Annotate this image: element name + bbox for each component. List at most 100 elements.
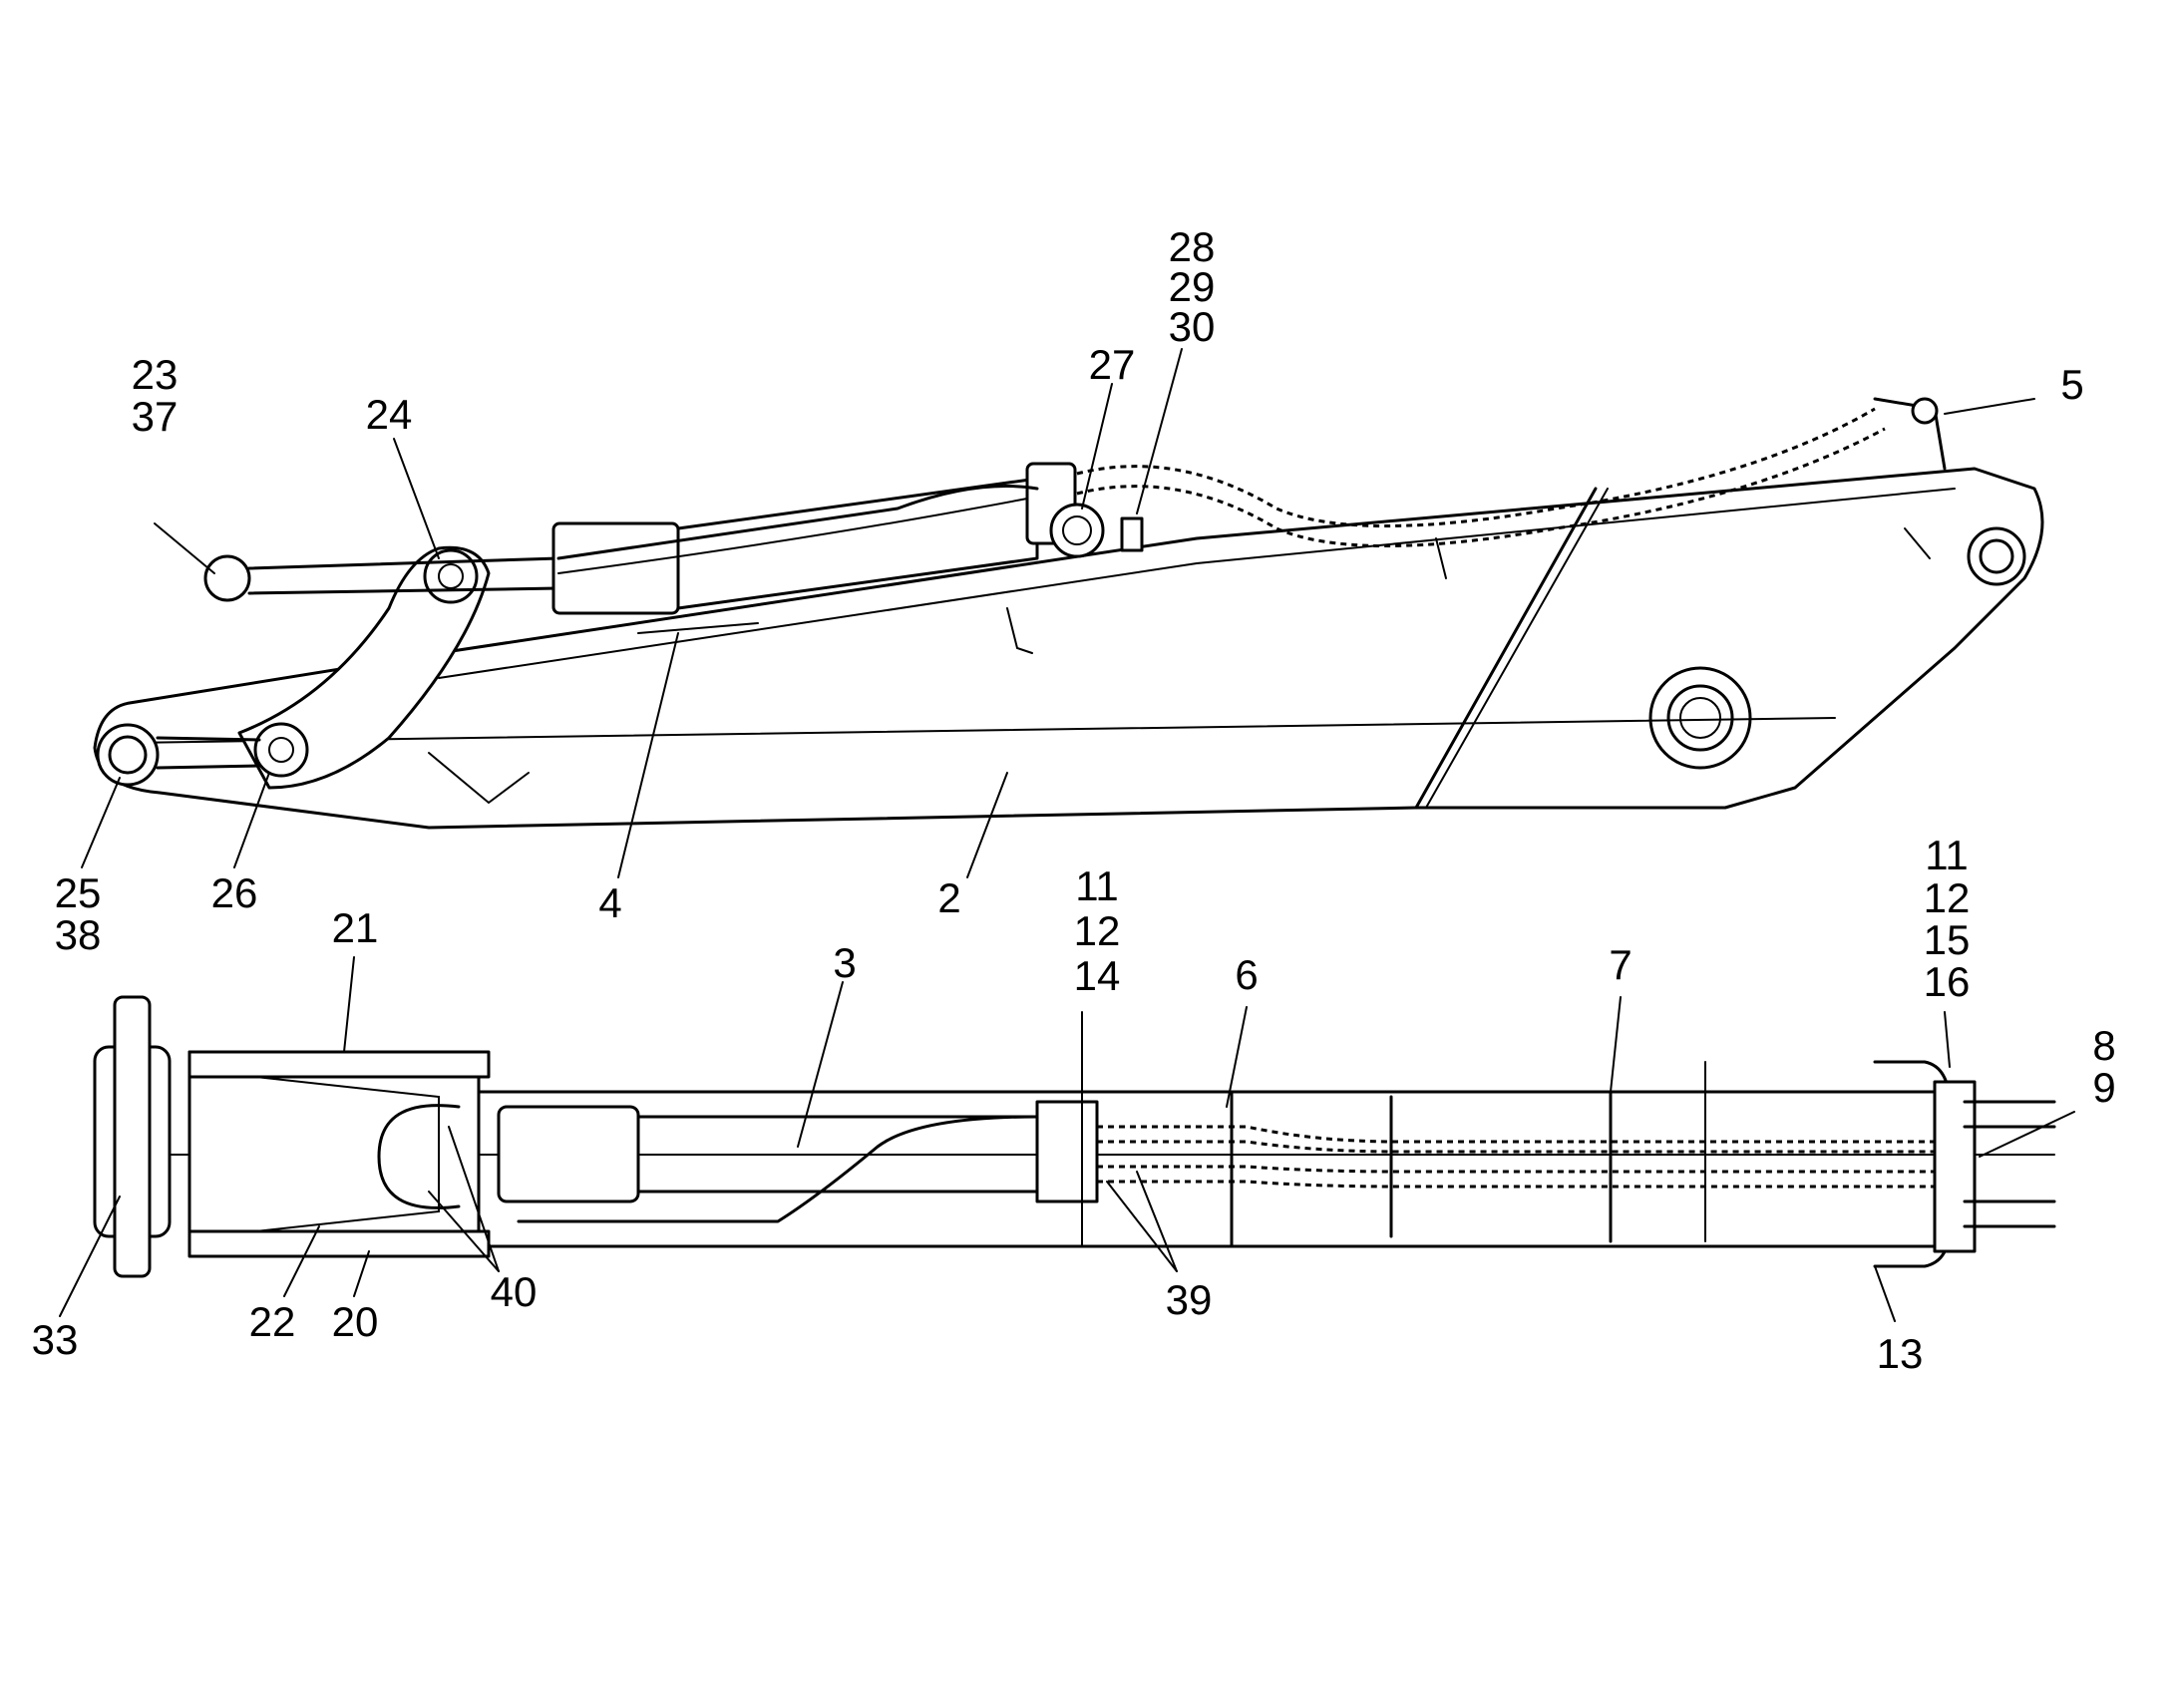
boom-pin-core [1679, 697, 1721, 739]
bucket-end-pin [113, 995, 152, 1278]
arm-rib-2 [1425, 488, 1609, 809]
leader-2 [966, 772, 1008, 878]
pin-27 [1049, 503, 1105, 558]
link-bar [156, 736, 261, 770]
bucket-cylinder-head [551, 521, 680, 615]
pipe-clamp [1120, 516, 1144, 552]
link-pin-lower [253, 722, 309, 778]
bracket-4 [1904, 527, 1931, 559]
bucket-link-pin [203, 554, 251, 602]
leader-27 [1081, 383, 1113, 510]
callout-40: 40 [491, 1268, 538, 1315]
top-hose-lower [1097, 1165, 1935, 1174]
bracket-3 [1435, 537, 1447, 579]
leader-16 [1944, 1011, 1951, 1068]
plate-21 [187, 1050, 491, 1079]
link-pin-upper [423, 548, 479, 604]
leader-5 [1944, 398, 2035, 415]
bracket-2 [1006, 607, 1033, 654]
bucket-pin-outer [96, 723, 160, 787]
callout-3: 3 [833, 939, 856, 986]
pipe-run [556, 485, 1039, 560]
leader-39a [1106, 1181, 1178, 1272]
hose-4 [637, 622, 759, 634]
callout-12-b: 12 [1924, 874, 1971, 921]
guide-link [237, 545, 491, 790]
callout-21: 21 [332, 904, 379, 951]
pipe-run-2 [557, 498, 1028, 574]
leader-20 [353, 1250, 370, 1297]
callout-2: 2 [937, 874, 960, 921]
callout-25: 25 [55, 869, 102, 916]
plate-20 [187, 1229, 491, 1258]
link-pin-upper-inner [438, 563, 464, 589]
u-bracket [377, 1104, 461, 1209]
leader-7 [1610, 996, 1622, 1093]
callout-38: 38 [55, 911, 102, 958]
leader-6 [1226, 1006, 1248, 1108]
leader-23 [154, 522, 215, 574]
callout-16: 16 [1924, 958, 1971, 1005]
callout-labels: 2 4 5 23 37 24 25 38 26 27 28 29 30 3 6 … [32, 223, 2116, 1377]
pin-27-inner [1062, 515, 1092, 545]
callout-5: 5 [2060, 361, 2083, 408]
callout-29: 29 [1169, 263, 1216, 310]
hose-clamp-5 [1911, 397, 1939, 425]
end-plate [187, 1050, 481, 1253]
leader-40b [428, 1191, 500, 1272]
top-hose-upper [1097, 1125, 1935, 1144]
leader-22 [283, 1225, 320, 1297]
leader-8 [1979, 1111, 2075, 1158]
top-cylinder-head [497, 1105, 640, 1203]
top-hose-lower-b [1097, 1180, 1935, 1189]
callout-8: 8 [2092, 1022, 2115, 1069]
bucket-pin-inner [108, 735, 148, 775]
leader-40a [448, 1126, 500, 1272]
callout-39: 39 [1166, 1276, 1213, 1323]
bucket-link-rod [247, 556, 560, 595]
callout-33: 33 [32, 1316, 79, 1363]
leader-25 [81, 777, 121, 868]
right-ear-bottom [1963, 1199, 2056, 1228]
callout-23: 23 [132, 351, 179, 398]
callout-9: 9 [2092, 1064, 2115, 1111]
top-arm-outline [467, 1090, 1967, 1248]
bracket-1 [428, 752, 530, 805]
top-cylinder-rod-end [1035, 1100, 1099, 1203]
arm-top-pin-outer [1967, 526, 2026, 586]
callout-6: 6 [1235, 951, 1258, 998]
leader-13 [1874, 1265, 1896, 1322]
boom-pin-outer [1648, 666, 1752, 770]
hose-side-lower [1076, 427, 1886, 547]
right-fitting-block [1933, 1080, 1977, 1253]
boom-pin-inner [1666, 684, 1734, 752]
arm-top-pin-inner [1979, 538, 2014, 574]
arm-rib [1414, 487, 1598, 810]
callout-7: 7 [1609, 941, 1632, 988]
top-cross-pipe [517, 1115, 1039, 1223]
right-ear-top [1963, 1100, 2056, 1129]
top-hose-upper-b [1097, 1140, 1935, 1154]
leader-21 [343, 956, 355, 1053]
callout-11-b: 11 [1925, 832, 1969, 878]
callout-20: 20 [332, 1298, 379, 1345]
callout-13: 13 [1877, 1330, 1924, 1377]
arm-center-line [129, 717, 1836, 744]
callout-28: 28 [1169, 223, 1216, 270]
callout-27: 27 [1089, 341, 1136, 388]
leader-3 [797, 981, 844, 1148]
top-view [59, 956, 2075, 1322]
callout-14: 14 [1074, 952, 1121, 999]
arm-upper-edge [438, 488, 1956, 679]
leader-26 [233, 772, 270, 868]
callout-4: 4 [598, 879, 621, 926]
callout-15: 15 [1924, 916, 1971, 963]
callout-30: 30 [1169, 303, 1216, 350]
leader-33 [59, 1196, 121, 1317]
callout-26: 26 [211, 869, 258, 916]
callout-12-a: 12 [1074, 907, 1121, 954]
end-plate-inner [208, 1071, 440, 1237]
callout-37: 37 [132, 393, 179, 440]
leader-28 [1136, 348, 1183, 514]
